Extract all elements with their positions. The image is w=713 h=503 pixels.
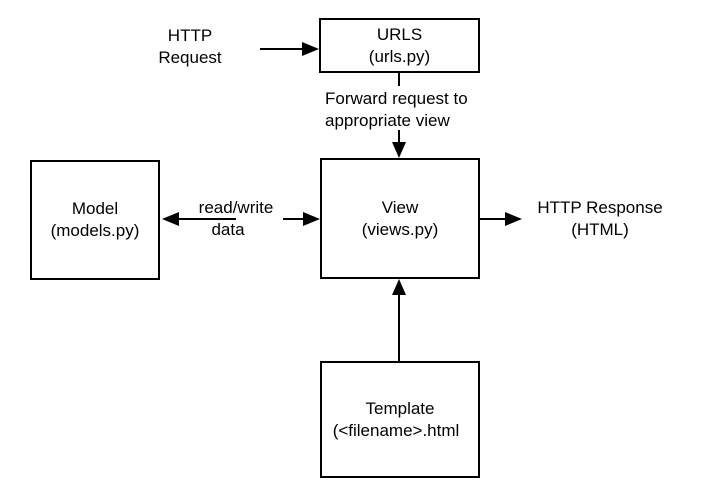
view-node-subtitle: (views.py) xyxy=(361,219,439,239)
model-node-title: Model xyxy=(71,199,119,218)
urls-view-connector-top xyxy=(398,73,400,86)
http-response-label: HTTP Response (HTML) xyxy=(530,197,670,241)
model-node-subtitle: (models.py) xyxy=(50,221,140,240)
read-write-data-label-line2: data xyxy=(211,220,245,239)
http-request-label-line1: HTTP xyxy=(167,26,213,45)
response-arrowhead-icon xyxy=(505,212,522,226)
forward-request-label-line2: appropriate view xyxy=(325,111,450,130)
urls-view-connector-bottom xyxy=(398,130,400,143)
forward-request-label-line1: Forward request to xyxy=(325,89,468,108)
template-node-subtitle: (<filename>.html xyxy=(332,420,460,440)
template-view-arrowhead-icon xyxy=(392,279,406,295)
http-request-label-line2: Request xyxy=(158,48,222,67)
view-arrow-line xyxy=(283,218,304,220)
model-arrow-line xyxy=(179,218,236,220)
request-arrowhead-icon xyxy=(302,42,319,56)
model-arrowhead-icon xyxy=(162,212,179,226)
model-node: Model (models.py) xyxy=(30,160,160,280)
http-request-label: HTTP Request xyxy=(140,25,240,69)
response-arrow-line xyxy=(480,218,506,220)
template-node-title: Template xyxy=(365,398,435,418)
urls-node-subtitle: (urls.py) xyxy=(368,46,431,66)
view-node: View (views.py) xyxy=(320,158,480,279)
forward-request-label: Forward request to appropriate view xyxy=(325,88,495,132)
request-arrow-line xyxy=(260,48,304,50)
urls-node-title: URLS xyxy=(376,24,423,44)
urls-node: URLS (urls.py) xyxy=(319,18,480,73)
template-view-arrow-line xyxy=(398,294,400,361)
view-node-title: View xyxy=(381,197,419,217)
template-node: Template (<filename>.html xyxy=(320,361,480,478)
read-write-data-label-line1: read/write xyxy=(198,198,274,217)
view-arrowhead-icon xyxy=(303,212,320,226)
http-response-label-line2: (HTML) xyxy=(571,220,629,239)
read-write-data-label: read/write data xyxy=(196,197,276,241)
urls-view-arrowhead-icon xyxy=(392,142,406,158)
http-response-label-line1: HTTP Response xyxy=(537,198,663,217)
